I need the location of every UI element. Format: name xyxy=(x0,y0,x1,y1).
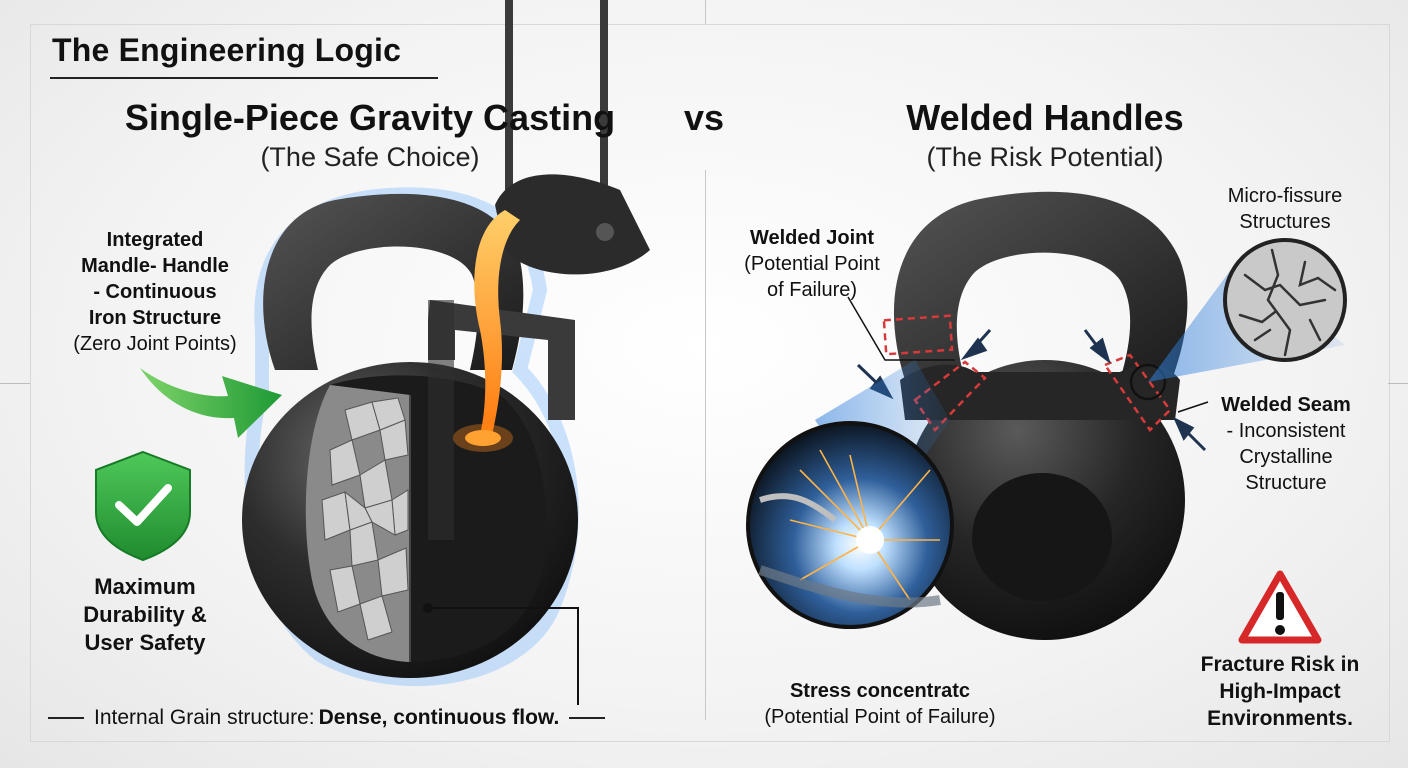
callout-line: - Continuous xyxy=(93,281,217,303)
footer-dash-left xyxy=(48,717,84,719)
welded-joint-line: of Failure) xyxy=(766,279,858,301)
fracture-risk-label: Fracture Risk in High-Impact Environment… xyxy=(1180,651,1380,732)
fracture-line: High-Impact xyxy=(1219,680,1341,703)
welded-seam-line: - Inconsistent xyxy=(1226,420,1346,442)
welding-spark-zoom xyxy=(746,360,954,629)
stress-label: Stress concentratc (Potential Point of F… xyxy=(730,678,1030,730)
callout-line: Integrated xyxy=(106,229,204,251)
micro-fissure-zoom xyxy=(1148,238,1347,382)
callout-note: (Zero Joint Points) xyxy=(73,333,237,355)
footer-bold: Dense, continuous flow. xyxy=(318,706,560,729)
stress-title: Stress concentratc xyxy=(789,680,971,702)
welded-joint-title: Welded Joint xyxy=(749,227,875,249)
grain-footer: Internal Grain structure: Dense, continu… xyxy=(48,706,606,730)
cast-kettlebell xyxy=(242,0,650,705)
integrated-handle-callout: Integrated Mandle- Handle - Continuous I… xyxy=(40,227,270,357)
footer-prefix: Internal Grain structure: xyxy=(94,706,315,729)
warning-triangle-icon xyxy=(1238,570,1322,644)
title-underline xyxy=(50,77,438,79)
footer-dash-right xyxy=(569,717,606,719)
check-shield-icon xyxy=(95,450,191,562)
green-arrow-icon xyxy=(140,368,282,438)
welded-joint-line: (Potential Point xyxy=(744,253,880,275)
vs-label: vs xyxy=(683,97,725,138)
micro-fissure-label: Micro-fissure Structures xyxy=(1190,183,1380,235)
left-subheading: (The Safe Choice) xyxy=(260,142,480,172)
welded-kettlebell xyxy=(847,191,1209,640)
welded-seam-title: Welded Seam xyxy=(1221,394,1351,416)
benefit-line: User Safety xyxy=(84,630,206,655)
right-heading: Welded Handles xyxy=(906,97,1184,138)
page-title: The Engineering Logic xyxy=(52,32,402,68)
welded-seam-line: Structure xyxy=(1245,472,1327,494)
center-divider xyxy=(705,170,706,720)
stress-note: (Potential Point of Failure) xyxy=(764,706,996,728)
micro-fissure-line: Micro-fissure xyxy=(1227,185,1343,207)
micro-fissure-line: Structures xyxy=(1239,211,1331,233)
edge-mark-right xyxy=(1388,383,1408,384)
edge-mark-left xyxy=(0,383,30,384)
benefit-label: Maximum Durability & User Safety xyxy=(60,573,230,657)
left-heading: Single-Piece Gravity Casting xyxy=(124,97,616,138)
benefit-line: Durability & xyxy=(83,602,207,627)
callout-line: Mandle- Handle xyxy=(81,255,229,277)
welded-seam-line: Crystalline xyxy=(1239,446,1333,468)
fracture-line: Environments. xyxy=(1207,707,1353,730)
benefit-line: Maximum xyxy=(94,574,196,599)
welded-seam-label: Welded Seam - Inconsistent Crystalline S… xyxy=(1200,392,1372,496)
fracture-line: Fracture Risk in xyxy=(1200,653,1360,676)
welded-joint-label: Welded Joint (Potential Point of Failure… xyxy=(712,225,912,303)
edge-mark-top xyxy=(705,0,706,24)
callout-line: Iron Structure xyxy=(88,307,222,329)
right-subheading: (The Risk Potential) xyxy=(926,142,1164,172)
